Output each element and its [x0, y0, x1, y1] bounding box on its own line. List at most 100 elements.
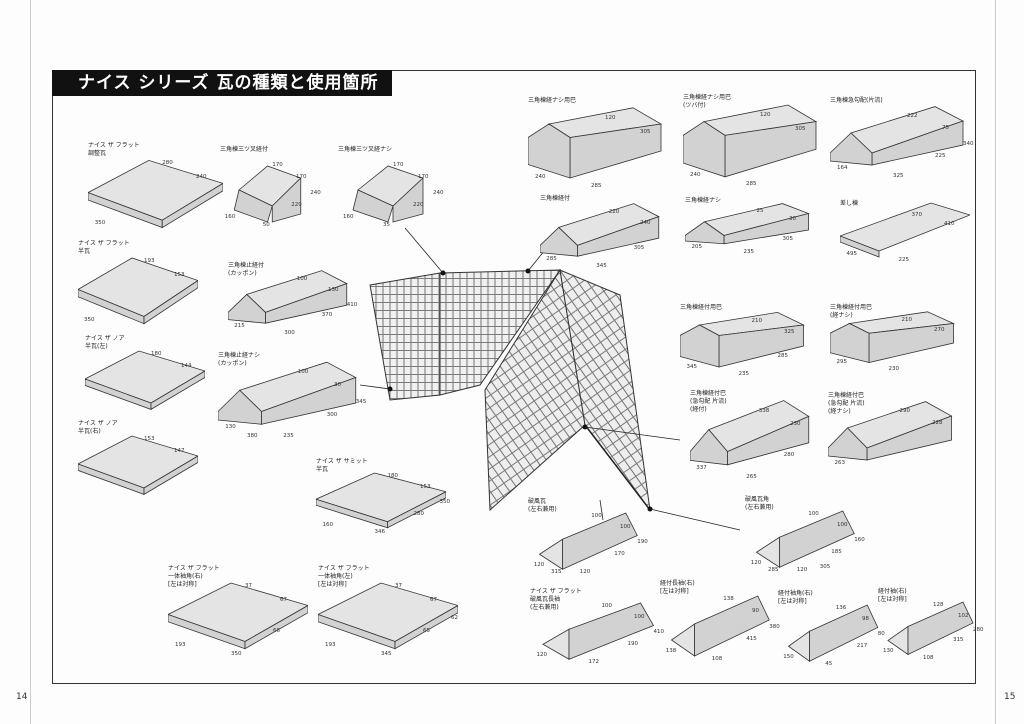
dimension-label: 240 — [640, 220, 651, 227]
dimension-label: 120 — [760, 112, 771, 119]
dimension-label: 25 — [756, 208, 764, 214]
tile-label: 三角棟経付 — [540, 195, 570, 203]
tile-label-line: 経付袖角(右) — [778, 590, 813, 597]
tile-label-line: ナイス ザ フラット — [530, 588, 582, 595]
dimension-label: 495 — [846, 251, 858, 257]
dimension-label: 325 — [784, 328, 795, 335]
tile-face — [828, 427, 868, 461]
dimension-label: 220 — [291, 202, 302, 208]
tile-label-line: [左は対称] — [778, 598, 807, 605]
tile-drawing — [840, 202, 970, 258]
tile-drawing — [218, 361, 357, 425]
dimension-label: 193 — [325, 641, 336, 648]
dimension-label: 222 — [907, 113, 918, 119]
dimension-label: 263 — [834, 460, 846, 466]
dimension-label: 160 — [224, 214, 236, 220]
page-gutter-left — [30, 0, 31, 724]
tile-label-line: (カッポン) — [228, 270, 257, 277]
dimension-label: 345 — [596, 263, 607, 270]
tile-drawing — [228, 270, 348, 324]
roof-main-slope — [439, 269, 561, 396]
dimension-label: 205 — [691, 243, 703, 250]
dimension-label: 153 — [420, 484, 431, 491]
dimension-label: 345 — [355, 398, 367, 405]
tile-label-line: 三角棟経付巴 — [828, 392, 865, 399]
dimension-label: 315 — [551, 569, 562, 576]
dimension-label: 280 — [413, 510, 425, 517]
tile-label-line: (急勾配 片流) — [690, 398, 727, 405]
dimension-label: 240 — [196, 174, 207, 181]
dimension-label: 102 — [958, 612, 969, 619]
tile-drawing — [233, 165, 302, 223]
tile-face — [228, 293, 266, 324]
dimension-label: 235 — [283, 432, 294, 439]
dimension-label: 150 — [783, 653, 794, 660]
tile-face — [528, 123, 571, 179]
tile-label: ナイス ザ フラット一体袖角(右)[左は対称] — [168, 565, 220, 589]
dimension-label: 350 — [84, 316, 95, 323]
dimension-label: 100 — [297, 369, 309, 375]
dimension-label: 305 — [819, 563, 831, 570]
tile-label: ナイス ザ フラット破風瓦長袖(左右兼用) — [530, 588, 582, 612]
tile-label-line: [左は対称] — [318, 581, 347, 588]
tile-drawing — [85, 350, 205, 411]
tile-face — [809, 604, 879, 662]
tile-label: ナイス ザ ノア半瓦(左) — [85, 335, 125, 351]
dimension-label: 185 — [831, 548, 842, 555]
tile-label-line: ナイス ザ サミット — [316, 458, 368, 465]
tile-label-line: 三角棟経ナシ用巴 — [528, 97, 577, 104]
tile-label-line: ナイス ザ フラット — [318, 565, 370, 572]
dimension-label: 345 — [381, 650, 392, 657]
dimension-label: 370 — [911, 212, 923, 218]
dimension-label: 350 — [439, 499, 451, 506]
dimension-label: 410 — [653, 629, 665, 636]
dimension-label: 100 — [808, 511, 819, 517]
dimension-label: 75 — [942, 125, 949, 131]
dimension-label: 228 — [932, 420, 943, 426]
tile-label: 三角棟経ナシ用巴 — [528, 97, 576, 105]
dimension-label: 230 — [888, 365, 900, 372]
dimension-label: 346 — [374, 529, 386, 536]
dimension-label: 315 — [953, 637, 964, 643]
dimension-label: 30 — [334, 381, 341, 388]
dimension-label: 410 — [944, 221, 955, 227]
dimension-label: 100 — [837, 522, 848, 529]
dimension-label: 370 — [321, 312, 333, 319]
tile-face — [392, 177, 424, 223]
tile-label-line: 経付袖(右) — [878, 588, 907, 595]
tile-face — [143, 455, 198, 496]
tile-label-line: ナイス ザ ノア — [78, 420, 118, 427]
tile-label-line: (左右兼用) — [745, 504, 774, 511]
tile-label: ナイス ザ サミット半瓦 — [316, 458, 368, 474]
tile-face — [840, 235, 880, 258]
tile-label: 三角棟経付用巴(経ナシ) — [830, 304, 872, 320]
tile-face — [387, 491, 446, 529]
tile-drawing — [540, 203, 660, 257]
tile-label: 三角棟経付用巴 — [680, 304, 722, 312]
dimension-label: 270 — [934, 326, 945, 333]
tile-label-line: 三角棟経ナシ — [685, 197, 722, 204]
tile-face — [218, 389, 262, 425]
tile-label: 三角棟三ツ叉経ナシ — [338, 146, 392, 154]
tile-face — [830, 323, 870, 364]
dimension-label: 130 — [328, 287, 339, 294]
